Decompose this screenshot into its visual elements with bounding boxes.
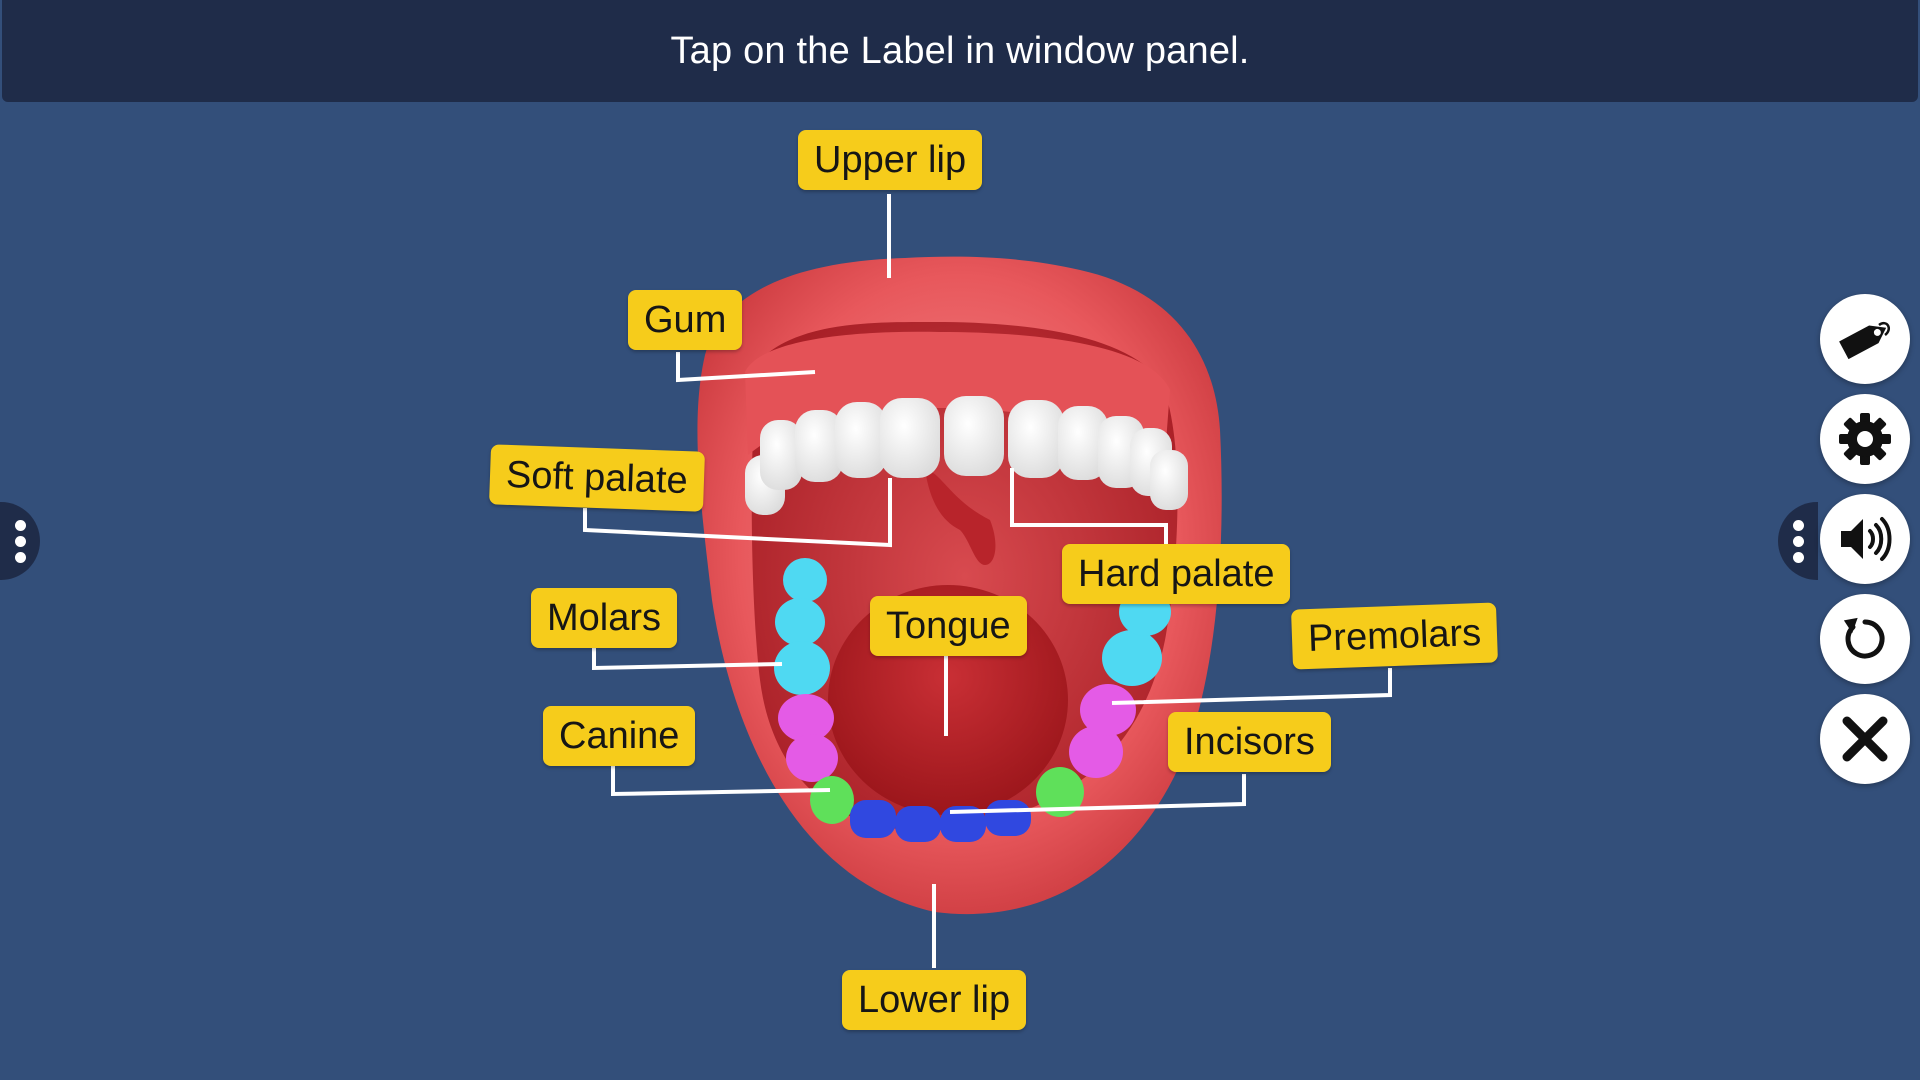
molar bbox=[774, 641, 830, 695]
leader-premolars bbox=[1111, 668, 1392, 705]
menu-dot bbox=[1792, 519, 1804, 531]
menu-dot bbox=[14, 551, 26, 563]
label-tongue[interactable]: Tongue bbox=[870, 596, 1027, 656]
uvula bbox=[925, 470, 996, 565]
incisor bbox=[895, 806, 941, 842]
upper-tooth bbox=[880, 398, 940, 478]
instruction-bar: Tap on the Label in window panel. bbox=[2, 0, 1918, 102]
premolar bbox=[1069, 726, 1123, 778]
leader-lines bbox=[583, 194, 1392, 968]
label-hard-palate[interactable]: Hard palate bbox=[1062, 544, 1291, 604]
menu-dot bbox=[1792, 551, 1804, 563]
label-upper-lip[interactable]: Upper lip bbox=[798, 130, 983, 190]
leader-soft-palate bbox=[583, 478, 892, 548]
molar bbox=[775, 598, 825, 646]
reset-button[interactable] bbox=[1820, 594, 1910, 684]
menu-dot bbox=[1792, 535, 1804, 547]
instruction-text: Tap on the Label in window panel. bbox=[670, 29, 1250, 72]
label-toggle-button[interactable] bbox=[1820, 294, 1910, 384]
close-icon bbox=[1842, 716, 1888, 762]
upper-tooth bbox=[760, 420, 802, 490]
label-premolars[interactable]: Premolars bbox=[1291, 602, 1499, 670]
upper-tooth bbox=[1058, 406, 1108, 480]
leader-hard-palate bbox=[1010, 468, 1168, 544]
canine bbox=[1036, 767, 1084, 817]
premolar bbox=[778, 694, 834, 742]
tag-icon bbox=[1839, 321, 1890, 360]
leader-molars bbox=[592, 644, 783, 671]
premolar bbox=[786, 734, 838, 782]
close-button[interactable] bbox=[1820, 694, 1910, 784]
leader-canine bbox=[611, 766, 831, 797]
molar bbox=[1102, 630, 1162, 686]
label-gum[interactable]: Gum bbox=[628, 290, 743, 350]
upper-tooth bbox=[944, 396, 1004, 476]
gum bbox=[745, 331, 1170, 455]
upper-tooth bbox=[835, 402, 887, 478]
canine bbox=[810, 776, 854, 824]
reset-icon bbox=[1843, 617, 1885, 659]
premolar bbox=[1080, 684, 1136, 736]
upper-tooth bbox=[1008, 400, 1064, 478]
label-canine[interactable]: Canine bbox=[543, 706, 696, 766]
gear-icon bbox=[1839, 413, 1891, 465]
menu-dot bbox=[14, 519, 26, 531]
leader-gum bbox=[676, 352, 816, 383]
label-molars[interactable]: Molars bbox=[531, 588, 678, 648]
upper-tooth bbox=[795, 410, 843, 482]
leader-incisors bbox=[949, 774, 1246, 814]
sound-button[interactable] bbox=[1820, 494, 1910, 584]
label-soft-palate[interactable]: Soft palate bbox=[489, 444, 705, 512]
upper-teeth[interactable] bbox=[745, 396, 1188, 515]
speaker-icon bbox=[1841, 517, 1892, 561]
label-incisors[interactable]: Incisors bbox=[1168, 712, 1331, 772]
incisor bbox=[940, 806, 986, 842]
menu-dot bbox=[14, 535, 26, 547]
label-lower-lip[interactable]: Lower lip bbox=[842, 970, 1027, 1030]
molar bbox=[783, 558, 827, 602]
incisor bbox=[850, 800, 896, 838]
upper-tooth bbox=[1150, 450, 1188, 510]
settings-button[interactable] bbox=[1820, 394, 1910, 484]
incisor bbox=[985, 800, 1031, 836]
